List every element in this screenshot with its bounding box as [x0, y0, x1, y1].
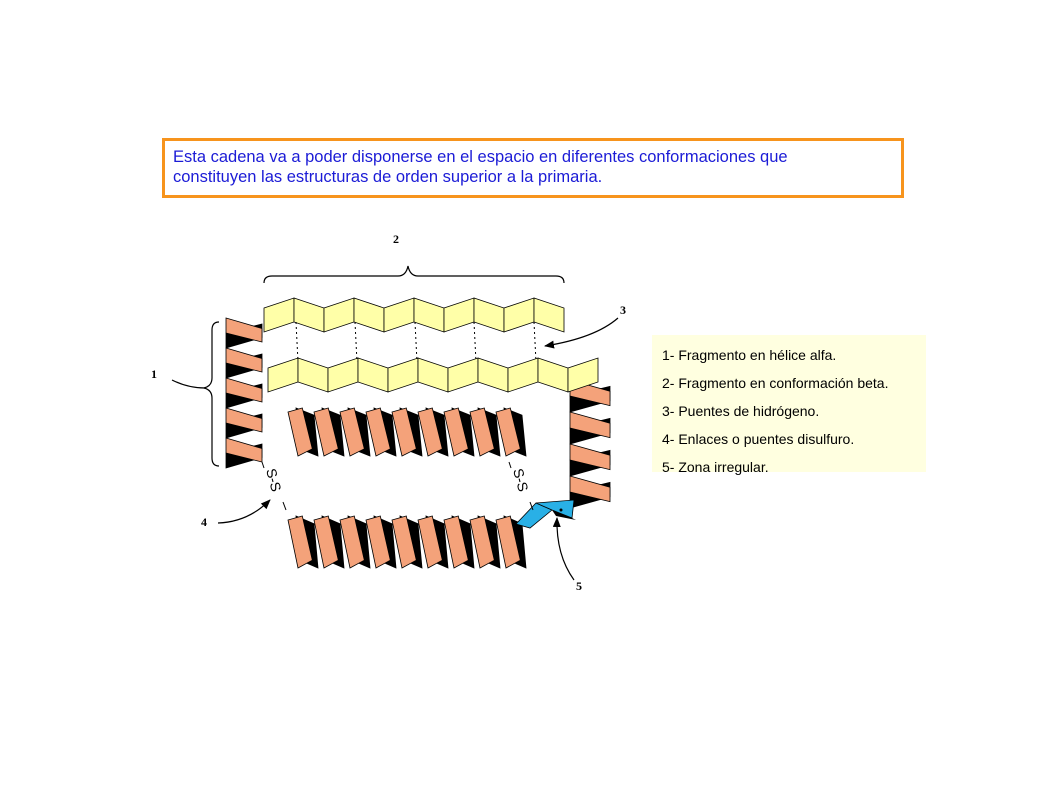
- hydrogen-bond-line: [295, 321, 299, 363]
- arrow-irregular: [552, 517, 575, 581]
- hydrogen-bond-line: [354, 321, 358, 363]
- beta-strand-segment: [353, 297, 385, 333]
- helix-turn-front: [443, 515, 469, 569]
- bracket-helix: [203, 321, 220, 467]
- helix-turn-front: [287, 407, 313, 457]
- helix-turn-front: [225, 347, 263, 373]
- beta-strand-segment: [477, 357, 509, 393]
- helix-turn-front: [469, 407, 495, 457]
- beta-sheets: [263, 297, 599, 393]
- beta-strand-segment: [507, 357, 539, 393]
- ss-dash-left-bottom: [282, 501, 287, 511]
- helix-turn-front: [417, 407, 443, 457]
- disulfide-label-right: S-S: [510, 467, 531, 494]
- bracket-beta: [263, 265, 565, 284]
- label-3: 3: [620, 303, 626, 317]
- beta-strand-segment: [323, 297, 355, 333]
- label-2: 2: [393, 232, 399, 246]
- disulfide-label-left: S-S: [263, 467, 284, 494]
- beta-strand-segment: [263, 297, 295, 333]
- helix-turn-front: [569, 475, 611, 503]
- helix-turn-front: [313, 515, 339, 569]
- helix-turn-front: [569, 443, 611, 471]
- caption-line-1: Esta cadena va a poder disponerse en el …: [173, 148, 788, 166]
- helix-turn-front: [391, 515, 417, 569]
- arrow-helix: [171, 379, 206, 389]
- helix-turn-front: [365, 515, 391, 569]
- beta-strand-segment: [473, 297, 505, 333]
- hydrogen-bond-line: [414, 321, 418, 363]
- arrow-hbonds: [544, 317, 619, 349]
- helix-turn-front: [313, 407, 339, 457]
- legend-item-hbonds: 3- Puentes de hidrógeno.: [662, 403, 820, 419]
- helix-turn-front: [495, 515, 521, 569]
- helix-turn-front: [569, 411, 611, 439]
- beta-strand-segment: [417, 357, 449, 393]
- beta-strand-segment: [357, 357, 389, 393]
- beta-strand-segment: [297, 357, 329, 393]
- beta-strand-segment: [413, 297, 445, 333]
- hydrogen-bond-line: [533, 321, 537, 363]
- beta-strand-segment: [503, 297, 535, 333]
- beta-strand-segment: [443, 297, 475, 333]
- helix-turn-front: [225, 317, 263, 343]
- helix-turn-front: [391, 407, 417, 457]
- beta-strand-segment: [293, 297, 325, 333]
- beta-strand-segment: [267, 357, 299, 393]
- helix-turn-front: [287, 515, 313, 569]
- caption-line-2: constituyen las estructuras de orden sup…: [173, 168, 603, 186]
- irregular-zone: [515, 499, 576, 529]
- hydrogen-bonds: [295, 321, 537, 363]
- label-4: 4: [201, 515, 207, 529]
- beta-strand-segment: [327, 357, 359, 393]
- beta-strand-segment: [567, 357, 599, 393]
- beta-strand-segment: [383, 297, 415, 333]
- helix-turn-front: [469, 515, 495, 569]
- legend-item-irregular: 5- Zona irregular.: [662, 459, 769, 475]
- hydrogen-bond-line: [473, 321, 477, 363]
- caption-box: Esta cadena va a poder disponerse en el …: [162, 138, 904, 198]
- beta-strand-segment: [387, 357, 419, 393]
- alpha-helices: [225, 317, 611, 569]
- ss-dash-left-top: [261, 461, 265, 469]
- label-1: 1: [151, 367, 157, 381]
- ss-dash-right-bottom: [529, 501, 534, 511]
- helix-turn-front: [417, 515, 443, 569]
- helix-turn-front: [443, 407, 469, 457]
- helix-turn-front: [365, 407, 391, 457]
- beta-strand-segment: [533, 297, 565, 333]
- label-5: 5: [576, 579, 582, 593]
- ss-dash-right-top: [508, 461, 512, 469]
- beta-strand-segment: [447, 357, 479, 393]
- helix-turn-front: [225, 407, 263, 433]
- helix-turn-front: [495, 407, 521, 457]
- legend-item-beta: 2- Fragmento en conformación beta.: [662, 375, 889, 391]
- legend-box: 1- Fragmento en hélice alfa. 2- Fragment…: [652, 335, 926, 475]
- helix-turn-front: [339, 407, 365, 457]
- helix-turn-front: [339, 515, 365, 569]
- helix-turn-front: [225, 377, 263, 403]
- legend-item-disulfide: 4- Enlaces o puentes disulfuro.: [662, 431, 855, 447]
- legend-item-helix: 1- Fragmento en hélice alfa.: [662, 347, 837, 363]
- beta-strand-segment: [537, 357, 569, 393]
- arrow-disulfide: [217, 499, 271, 524]
